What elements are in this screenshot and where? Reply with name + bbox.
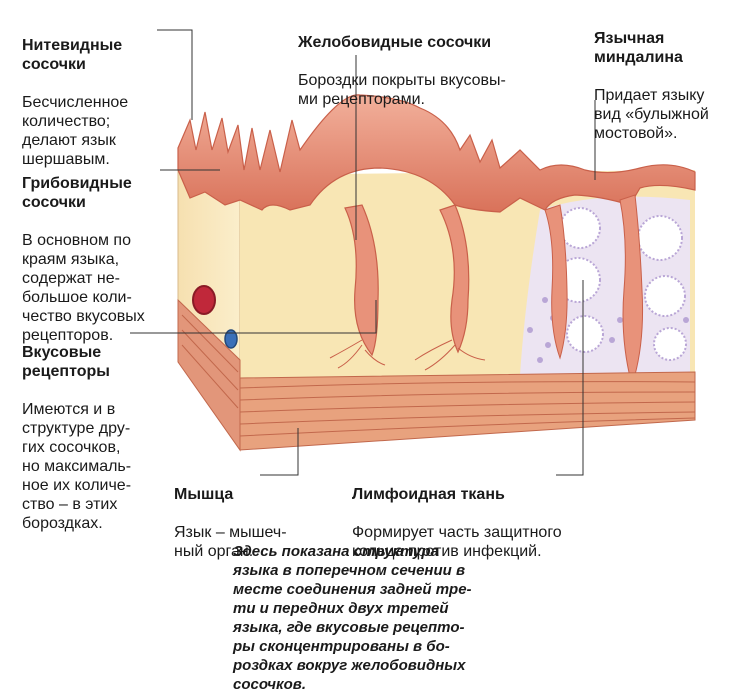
- label-filiform-title: Нитевидные сосочки: [22, 37, 123, 73]
- label-muscle-title: Мышца: [174, 486, 234, 503]
- vein: [224, 329, 238, 349]
- label-lymphoid-title: Лимфоидная ткань: [352, 486, 505, 503]
- epithelium-surface: [177, 94, 696, 213]
- muscle-layer: [239, 371, 696, 451]
- artery: [192, 285, 216, 315]
- label-filiform-desc: Бесчисленное количество; делают язык шер…: [22, 94, 129, 168]
- label-lingual-tonsil: Язычная миндалина Придает языку вид «бул…: [594, 10, 709, 162]
- label-muscle-desc: Язык – мышеч- ный орган.: [174, 524, 287, 560]
- muscle-fibers: [181, 314, 696, 437]
- label-fungiform-title: Грибовидные сосочки: [22, 175, 132, 211]
- label-lymphoid-desc: Формирует часть защитного кольца против …: [352, 524, 562, 560]
- leader-lines: [130, 29, 596, 476]
- label-circumvallate-desc: Бороздки покрыты вкусовы- ми рецепторами…: [298, 72, 506, 108]
- label-fungiform-desc: В основном по краям языка, содержат не- …: [22, 232, 145, 344]
- circumvallate-trench-left: [344, 204, 379, 357]
- label-fungiform-papillae: Грибовидные сосочки В основном по краям …: [22, 155, 145, 364]
- label-filiform-papillae: Нитевидные сосочки Бесчисленное количест…: [22, 17, 128, 188]
- label-circumvallate-title: Желобовидные сосочки: [298, 34, 492, 51]
- label-taste-receptors-title: Вкусовые рецепторы: [22, 344, 110, 380]
- circumvallate-trench-right: [439, 204, 470, 354]
- label-lingual-tonsil-title: Язычная миндалина: [594, 30, 683, 66]
- figure-caption: Здесь показана структура языка в попереч…: [233, 543, 472, 693]
- label-muscle: Мышца Язык – мышеч- ный орган.: [174, 466, 287, 580]
- tonsil-crypt-left: [544, 204, 568, 360]
- label-taste-receptors-desc: Имеются и в структуре дру- гих сосочков,…: [22, 401, 132, 532]
- label-lymphoid-tissue: Лимфоидная ткань Формирует часть защитно…: [352, 466, 562, 580]
- label-circumvallate-papillae: Желобовидные сосочки Бороздки покрыты вк…: [298, 14, 506, 128]
- label-taste-receptors: Вкусовые рецепторы Имеются и в структуре…: [22, 324, 131, 552]
- taste-nerves: [329, 339, 486, 371]
- label-lingual-tonsil-desc: Придает языку вид «булыжной мостовой».: [594, 87, 709, 142]
